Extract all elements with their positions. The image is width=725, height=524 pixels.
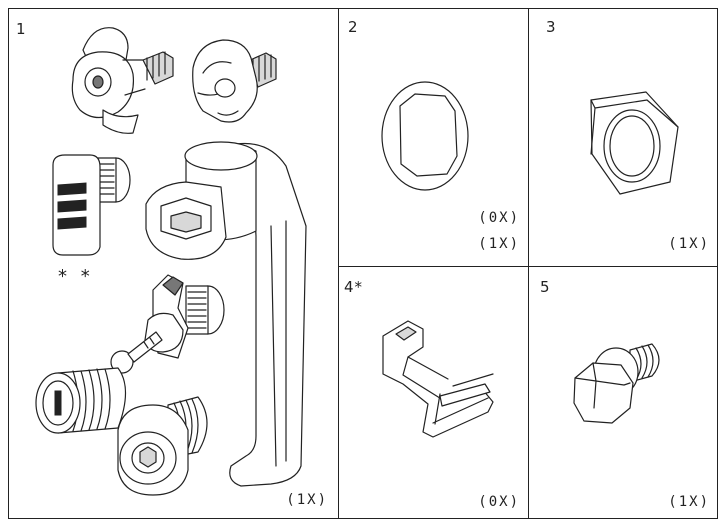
- divider-horizontal: [338, 266, 718, 268]
- quarter-turn-lock-wing-icon: [63, 20, 183, 135]
- divider-vertical-2: [528, 8, 530, 519]
- panel-quantity: (0X): [478, 494, 520, 510]
- lever-handle-lock-icon: [136, 126, 316, 486]
- hex-nut-icon: [586, 88, 681, 198]
- panel-number: 4*: [344, 278, 364, 296]
- panel-quantity-2: (1X): [478, 236, 520, 252]
- panel-number: 1: [16, 20, 27, 38]
- panel-quantity: (1X): [668, 236, 710, 252]
- hex-bolt-icon: [570, 338, 670, 428]
- panel-number: 3: [546, 18, 557, 36]
- cam-bracket-icon: [378, 316, 498, 436]
- panel-quantity-1: (0X): [478, 210, 520, 226]
- key-icon: [108, 316, 168, 376]
- panel-quantity: (1X): [668, 494, 710, 510]
- wing-knob-lock-icon: [183, 33, 283, 143]
- panel-2: 2 (0X) (1X): [338, 8, 528, 266]
- divider-vertical-1: [338, 8, 340, 519]
- push-button-lock-icon: [48, 150, 138, 262]
- panel-number: 2: [348, 18, 359, 36]
- slotted-cylinder-lock-icon: [33, 363, 143, 443]
- parts-diagram-frame: [8, 8, 718, 519]
- panel-quantity: (1X): [286, 492, 328, 508]
- panel-number: 5: [540, 278, 551, 296]
- panel-5: 5 (1X): [528, 266, 718, 519]
- square-washer-icon: [378, 78, 473, 193]
- panel-1: 1 * * (1X): [8, 8, 338, 519]
- panel-3: 3 (1X): [528, 8, 718, 266]
- key-wing-lock-icon: [108, 270, 238, 375]
- panel-4: 4* (0X): [338, 266, 528, 519]
- panel-note: * *: [58, 266, 94, 287]
- hex-socket-lock-icon: [108, 390, 218, 502]
